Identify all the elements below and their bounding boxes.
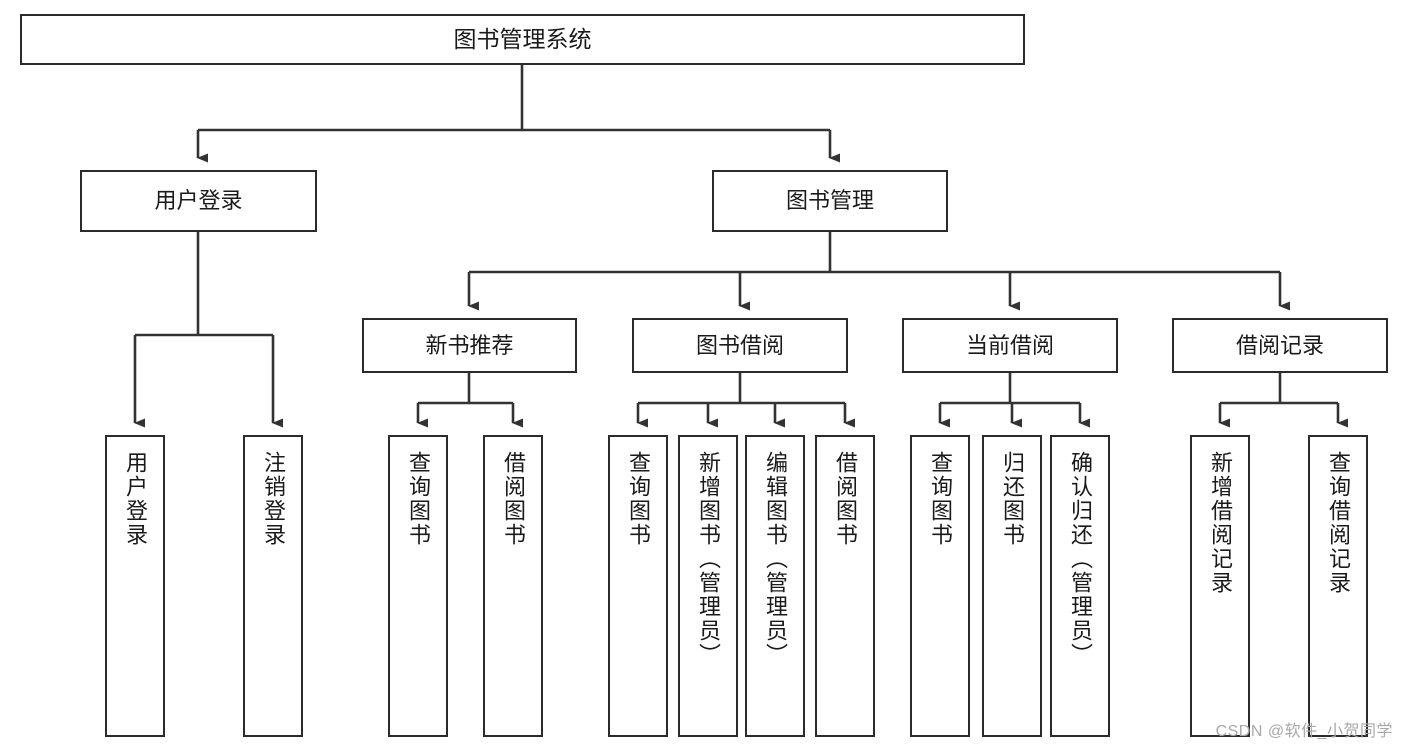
node-label: 借阅记录 (1235, 332, 1324, 358)
leaf-label: 编辑图书（管理员） (762, 451, 788, 667)
leaf-label: 查询借阅记录 (1325, 451, 1351, 595)
node-user-login[interactable]: 用户登录 (80, 170, 317, 232)
leaf-record-add-borrow-record[interactable]: 新增借阅记录 (1190, 435, 1250, 737)
leaf-label: 查询图书 (927, 451, 953, 547)
node-book-management[interactable]: 图书管理 (712, 170, 948, 232)
leaf-borrow-borrow-book[interactable]: 借阅图书 (815, 435, 875, 737)
leaf-user-login-logout[interactable]: 注销登录 (243, 435, 303, 737)
node-current-borrow[interactable]: 当前借阅 (902, 318, 1118, 373)
leaf-label: 用户登录 (122, 451, 148, 547)
leaf-borrow-query-book[interactable]: 查询图书 (608, 435, 668, 737)
leaf-current-return-book[interactable]: 归还图书 (982, 435, 1042, 737)
leaf-label: 归还图书 (999, 451, 1025, 547)
node-label: 图书借阅 (695, 332, 784, 358)
leaf-label: 查询图书 (405, 451, 431, 547)
leaf-current-confirm-return-admin[interactable]: 确认归还（管理员） (1050, 435, 1110, 737)
leaf-borrow-add-book-admin[interactable]: 新增图书（管理员） (678, 435, 738, 737)
node-label: 用户登录 (154, 188, 243, 214)
leaf-label: 借阅图书 (500, 451, 526, 547)
leaf-user-login-login[interactable]: 用户登录 (105, 435, 165, 737)
node-label: 新书推荐 (425, 332, 514, 358)
node-book-borrow[interactable]: 图书借阅 (632, 318, 848, 373)
leaf-record-query-borrow-record[interactable]: 查询借阅记录 (1308, 435, 1368, 737)
csdn-watermark: CSDN @软件_小贺同学 (1215, 723, 1393, 740)
node-borrow-record[interactable]: 借阅记录 (1172, 318, 1388, 373)
leaf-label: 查询图书 (625, 451, 651, 547)
leaf-recommend-query-book[interactable]: 查询图书 (388, 435, 448, 737)
leaf-current-query-book[interactable]: 查询图书 (910, 435, 970, 737)
leaf-label: 确认归还（管理员） (1067, 451, 1093, 667)
leaf-label: 借阅图书 (832, 451, 858, 547)
leaf-label: 新增图书（管理员） (695, 451, 721, 667)
node-label: 当前借阅 (965, 332, 1054, 358)
node-root-book-management-system[interactable]: 图书管理系统 (20, 14, 1025, 65)
node-label: 图书管理 (785, 188, 874, 214)
leaf-recommend-borrow-book[interactable]: 借阅图书 (483, 435, 543, 737)
node-new-book-recommend[interactable]: 新书推荐 (362, 318, 577, 373)
leaf-borrow-edit-book-admin[interactable]: 编辑图书（管理员） (745, 435, 805, 737)
leaf-label: 新增借阅记录 (1207, 451, 1233, 595)
node-label: 图书管理系统 (453, 25, 592, 52)
leaf-label: 注销登录 (260, 451, 286, 547)
